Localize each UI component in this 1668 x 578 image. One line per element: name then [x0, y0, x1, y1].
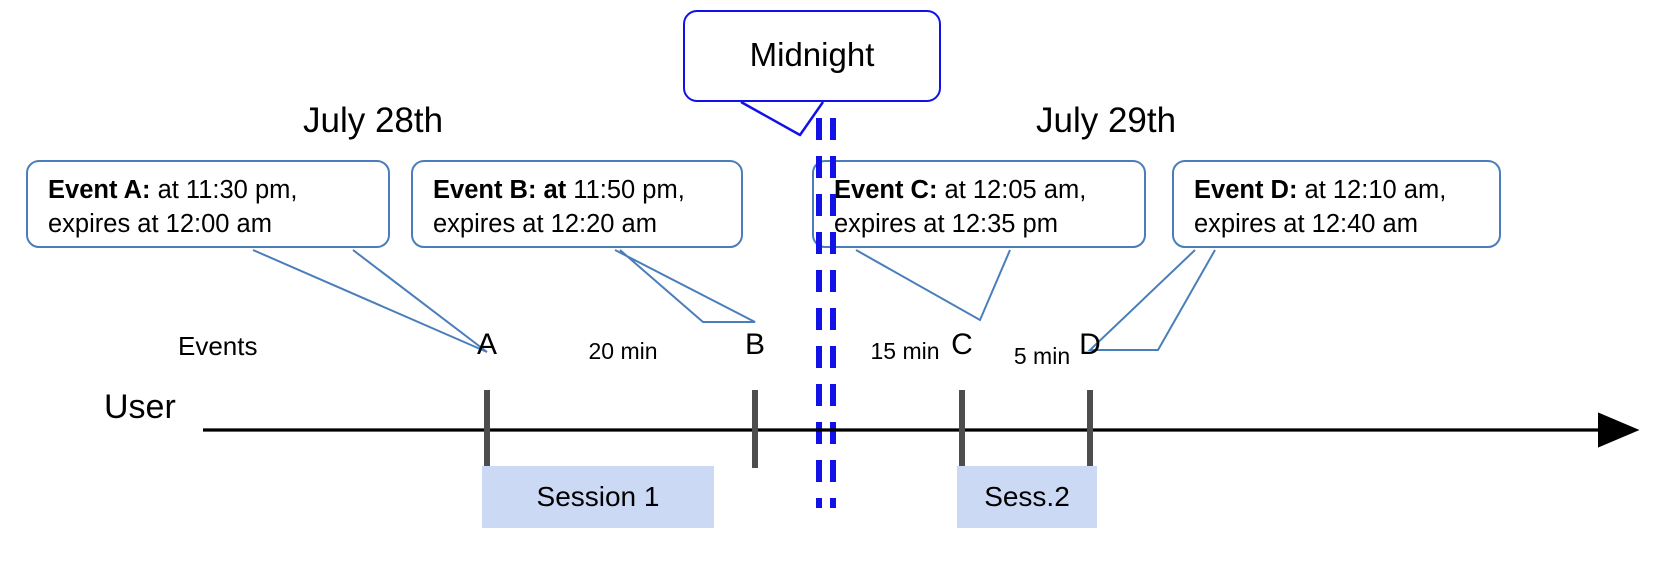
midnight-label: Midnight	[749, 36, 875, 73]
callout-event-a-bold: Event A:	[48, 176, 151, 204]
gap-label-a-b: 20 min	[588, 338, 658, 364]
leader-line-event-a	[252, 249, 488, 353]
callout-event-d-rest: at 12:10 am,	[1297, 176, 1447, 204]
day-label-left: July 28th	[303, 101, 444, 140]
callout-event-d-line1: Event D: at 12:10 am,	[1194, 174, 1483, 208]
midnight-tail	[740, 100, 825, 137]
session-box-2-label: Sess.2	[984, 481, 1070, 512]
gap-label-b-c: 15 min	[870, 338, 940, 364]
marker-label-c: C	[951, 328, 973, 361]
callout-event-c-rest: at 12:05 am,	[937, 176, 1087, 204]
leader-line-event-b	[614, 249, 756, 323]
marker-label-b: B	[744, 328, 765, 361]
callout-event-a-line1: Event A: at 11:30 pm,	[48, 174, 372, 208]
callout-event-c: Event C: at 12:05 am, expires at 12:35 p…	[812, 160, 1146, 248]
callout-event-a-line2: expires at 12:00 am	[48, 209, 272, 238]
callout-event-b-bold: Event B: at	[433, 176, 567, 204]
marker-label-d: D	[1079, 328, 1101, 361]
callout-event-c-line1: Event C: at 12:05 am,	[834, 174, 1128, 208]
session-box-1: Session 1	[482, 466, 714, 528]
callout-event-b: Event B: at 11:50 pm, expires at 12:20 a…	[411, 160, 743, 248]
callout-event-b-line2: expires at 12:20 am	[433, 209, 657, 238]
session-box-1-label: Session 1	[536, 481, 660, 512]
callout-event-d-bold: Event D:	[1194, 176, 1298, 204]
session-box-2: Sess.2	[957, 466, 1097, 528]
leader-line-event-c	[855, 249, 1011, 322]
callout-event-c-line2: expires at 12:35 pm	[834, 209, 1058, 238]
marker-label-a: A	[476, 328, 497, 361]
callout-event-b-rest: 11:50 pm,	[566, 176, 685, 204]
axis-row-label-events: Events	[178, 331, 258, 361]
callout-event-a-rest: at 11:30 pm,	[150, 176, 298, 204]
callout-event-b-line1: Event B: at 11:50 pm,	[433, 174, 725, 208]
midnight-callout: Midnight	[683, 10, 941, 102]
callout-event-d-line2: expires at 12:40 am	[1194, 209, 1418, 238]
day-label-right: July 29th	[1036, 101, 1177, 140]
callout-event-d: Event D: at 12:10 am, expires at 12:40 a…	[1172, 160, 1501, 248]
callout-event-c-bold: Event C:	[834, 176, 938, 204]
axis-row-label-user: User	[104, 388, 176, 426]
gap-label-c-d: 5 min	[1013, 343, 1071, 369]
callout-event-a: Event A: at 11:30 pm, expires at 12:00 a…	[26, 160, 390, 248]
